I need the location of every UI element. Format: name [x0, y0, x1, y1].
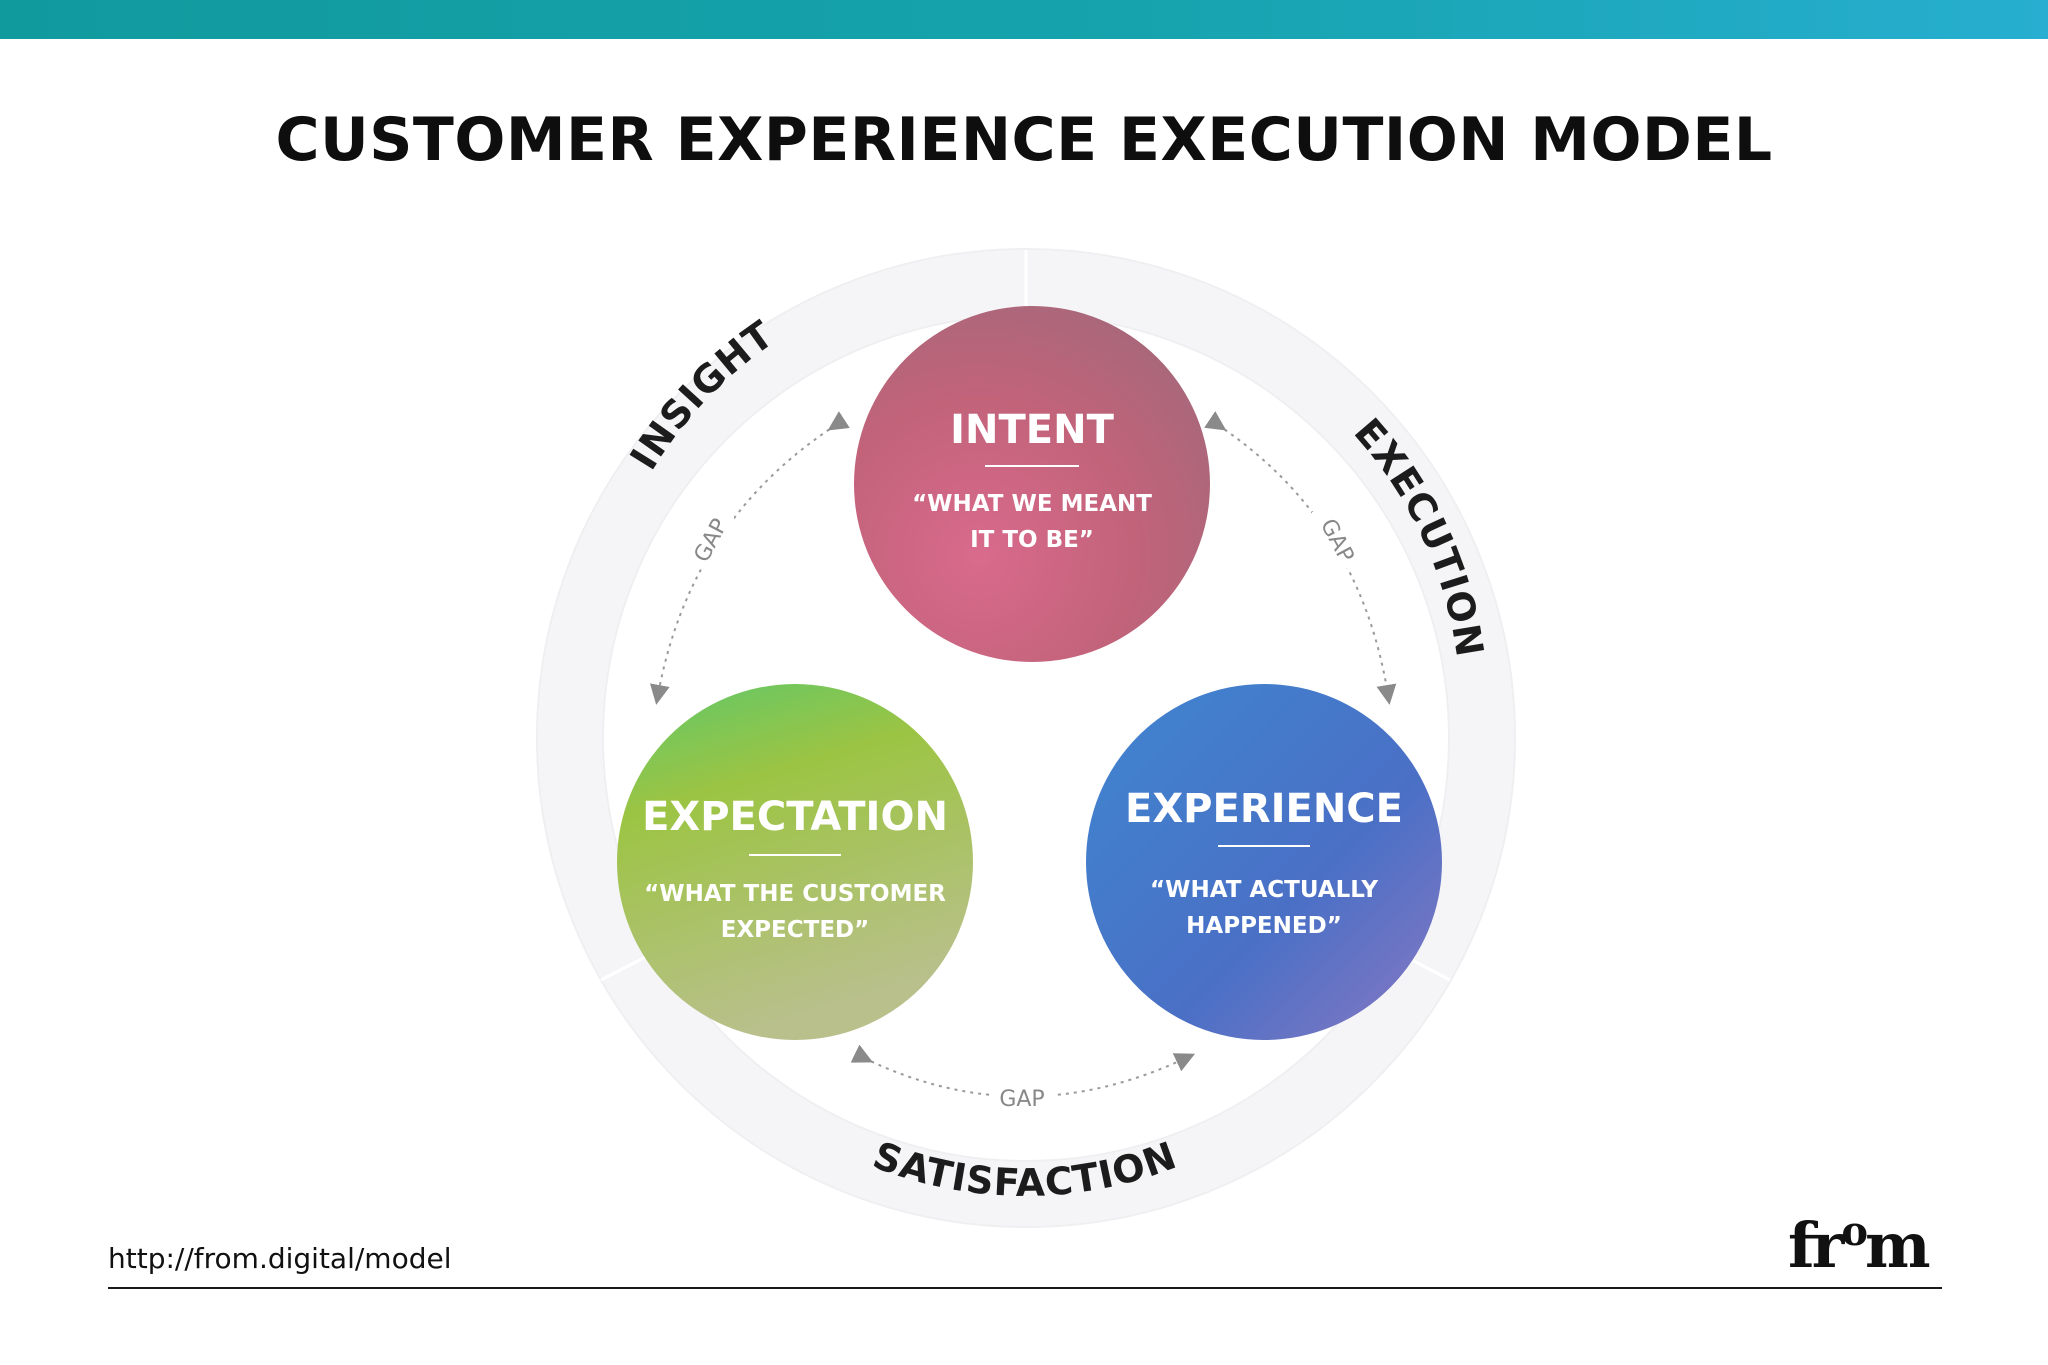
expectation-quote-line1: “WHAT THE CUSTOMER [644, 881, 946, 907]
experience-node: EXPERIENCE “WHAT ACTUALLY HAPPENED” [1086, 684, 1442, 1040]
intent-circle [854, 306, 1210, 662]
intent-quote-line1: “WHAT WE MEANT [912, 491, 1152, 517]
top-accent-bar [0, 0, 2048, 39]
experience-title: EXPERIENCE [1125, 786, 1403, 832]
footer-url[interactable]: http://from.digital/model [108, 1242, 452, 1275]
experience-quote-line2: HAPPENED” [1186, 913, 1342, 939]
expectation-circle [617, 684, 973, 1040]
expectation-title: EXPECTATION [642, 794, 948, 840]
footer-divider [108, 1287, 1942, 1289]
page-title: CUSTOMER EXPERIENCE EXECUTION MODEL [275, 105, 1773, 175]
intent-quote-line2: IT TO BE” [970, 527, 1094, 553]
experience-quote-line1: “WHAT ACTUALLY [1150, 877, 1378, 903]
from-logo: from [1788, 1208, 1931, 1282]
intent-title: INTENT [950, 407, 1114, 453]
expectation-quote-line2: EXPECTED” [721, 917, 870, 943]
experience-circle [1086, 684, 1442, 1040]
gap-label-bottom: GAP [999, 1087, 1044, 1112]
expectation-node: EXPECTATION “WHAT THE CUSTOMER EXPECTED” [617, 684, 973, 1040]
intent-node: INTENT “WHAT WE MEANT IT TO BE” [854, 306, 1210, 662]
